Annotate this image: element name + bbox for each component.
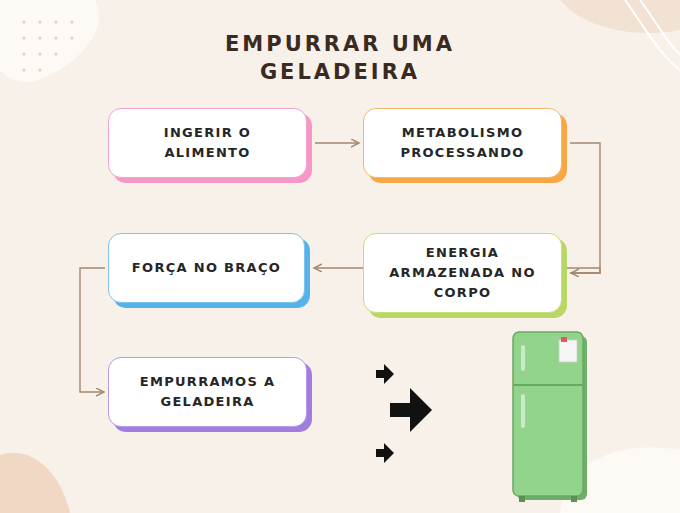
- corner-blob: [0, 453, 70, 513]
- fridge-illustration: [513, 332, 587, 502]
- box-label: INGERIR O ALIMENTO: [109, 123, 306, 163]
- process-box: EMPURRAMOS A GELADEIRA: [108, 357, 307, 427]
- flow-arrow: [315, 142, 359, 143]
- corner-arc: [640, 0, 680, 55]
- box-label: EMPURRAMOS A GELADEIRA: [109, 372, 306, 412]
- process-box: FORÇA NO BRAÇO: [108, 233, 305, 303]
- process-box: INGERIR O ALIMENTO: [108, 108, 307, 178]
- diagram-title: EMPURRAR UMA GELADEIRA: [190, 30, 490, 86]
- process-box: ENERGIA ARMAZENADA NO CORPO: [363, 233, 562, 313]
- corner-blob: [560, 0, 680, 33]
- box-label: ENERGIA ARMAZENADA NO CORPO: [364, 243, 561, 303]
- corner-blob: [0, 0, 99, 82]
- push-arrows: [376, 364, 432, 463]
- dot-grid: [22, 20, 73, 71]
- flow-arrow: [570, 143, 600, 273]
- flow-arrow: [80, 268, 105, 392]
- box-label: FORÇA NO BRAÇO: [118, 258, 295, 278]
- box-label: METABOLISMO PROCESSANDO: [364, 123, 561, 163]
- process-box: METABOLISMO PROCESSANDO: [363, 108, 562, 178]
- corner-arc: [625, 0, 680, 70]
